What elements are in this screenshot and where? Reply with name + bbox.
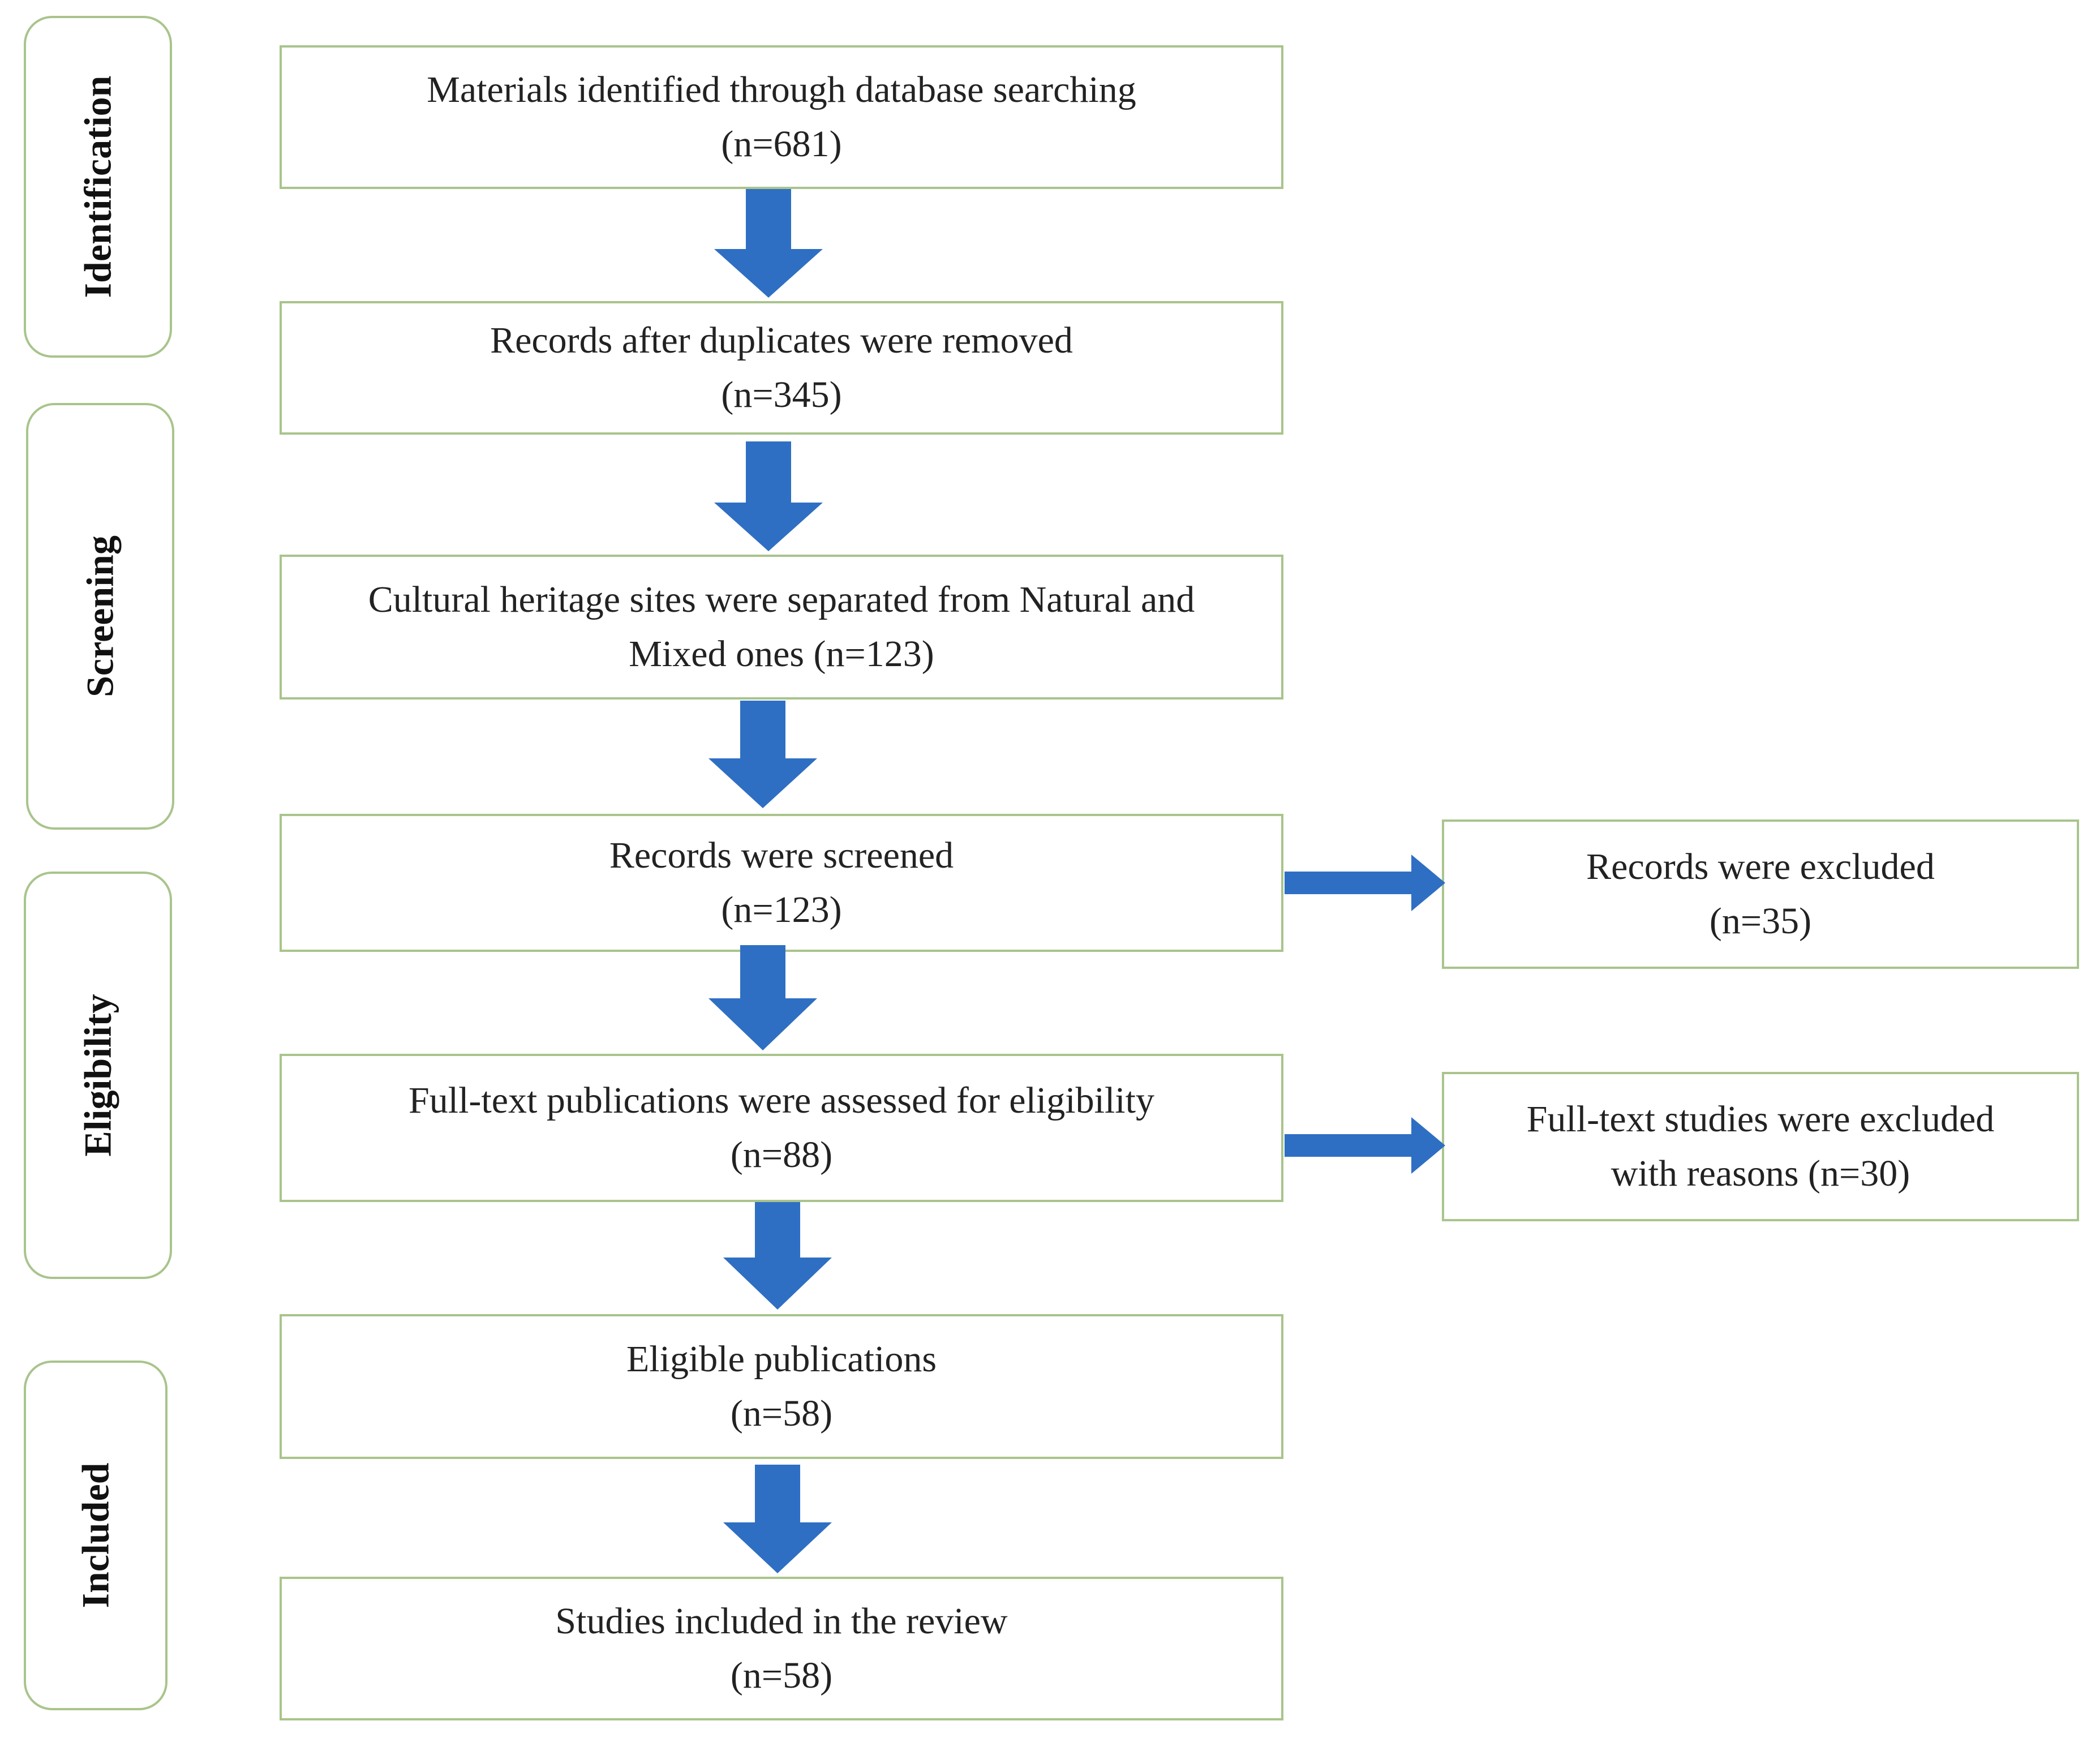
box-excluded-records-count: (n=35) — [1709, 900, 1812, 942]
box-eligible-text: Eligible publications — [626, 1338, 937, 1380]
box-excluded-fulltext-text: Full-text studies were excluded — [1526, 1098, 1995, 1140]
box-identified-count: (n=681) — [721, 123, 842, 165]
box-fulltext: Full-text publications were assessed for… — [280, 1054, 1283, 1202]
box-screened-count: (n=123) — [721, 889, 842, 930]
box-included: Studies included in the review (n=58) — [280, 1577, 1283, 1720]
stage-screening: Screening — [26, 403, 174, 830]
stage-included: Included — [24, 1361, 168, 1710]
box-excluded-records: Records were excluded (n=35) — [1442, 819, 2079, 969]
box-cultural-text: Cultural heritage sites were separated f… — [368, 579, 1195, 621]
stage-eligibility: Eligibility — [24, 872, 172, 1279]
arrow-down-4 — [708, 945, 817, 1050]
stage-identification: Identification — [24, 16, 172, 358]
arrow-right-2 — [1285, 1117, 1445, 1174]
box-included-text: Studies included in the review — [555, 1600, 1008, 1642]
arrow-down-1 — [714, 189, 823, 298]
box-identified: Materials identified through database se… — [280, 45, 1283, 189]
arrow-group — [708, 189, 1445, 1573]
box-deduplicated-text: Records after duplicates were removed — [490, 320, 1073, 362]
arrow-down-6 — [723, 1465, 832, 1573]
box-excluded-fulltext-count: with reasons (n=30) — [1611, 1153, 1910, 1194]
box-excluded-fulltext: Full-text studies were excluded with rea… — [1442, 1072, 2079, 1221]
box-eligible-count: (n=58) — [730, 1393, 833, 1434]
box-screened-text: Records were screened — [609, 835, 954, 877]
arrow-right-1 — [1285, 855, 1445, 911]
box-fulltext-text: Full-text publications were assessed for… — [409, 1080, 1154, 1122]
box-included-count: (n=58) — [730, 1655, 833, 1696]
arrow-down-3 — [708, 701, 817, 808]
box-deduplicated-count: (n=345) — [721, 374, 842, 415]
box-excluded-records-text: Records were excluded — [1586, 846, 1935, 888]
box-eligible: Eligible publications (n=58) — [280, 1314, 1283, 1459]
box-cultural-count: Mixed ones (n=123) — [629, 633, 934, 675]
box-cultural: Cultural heritage sites were separated f… — [280, 555, 1283, 700]
box-identified-text: Materials identified through database se… — [427, 69, 1136, 111]
box-fulltext-count: (n=88) — [730, 1134, 833, 1175]
arrow-down-5 — [723, 1202, 832, 1310]
box-deduplicated: Records after duplicates were removed (n… — [280, 301, 1283, 435]
arrow-down-2 — [714, 441, 823, 551]
